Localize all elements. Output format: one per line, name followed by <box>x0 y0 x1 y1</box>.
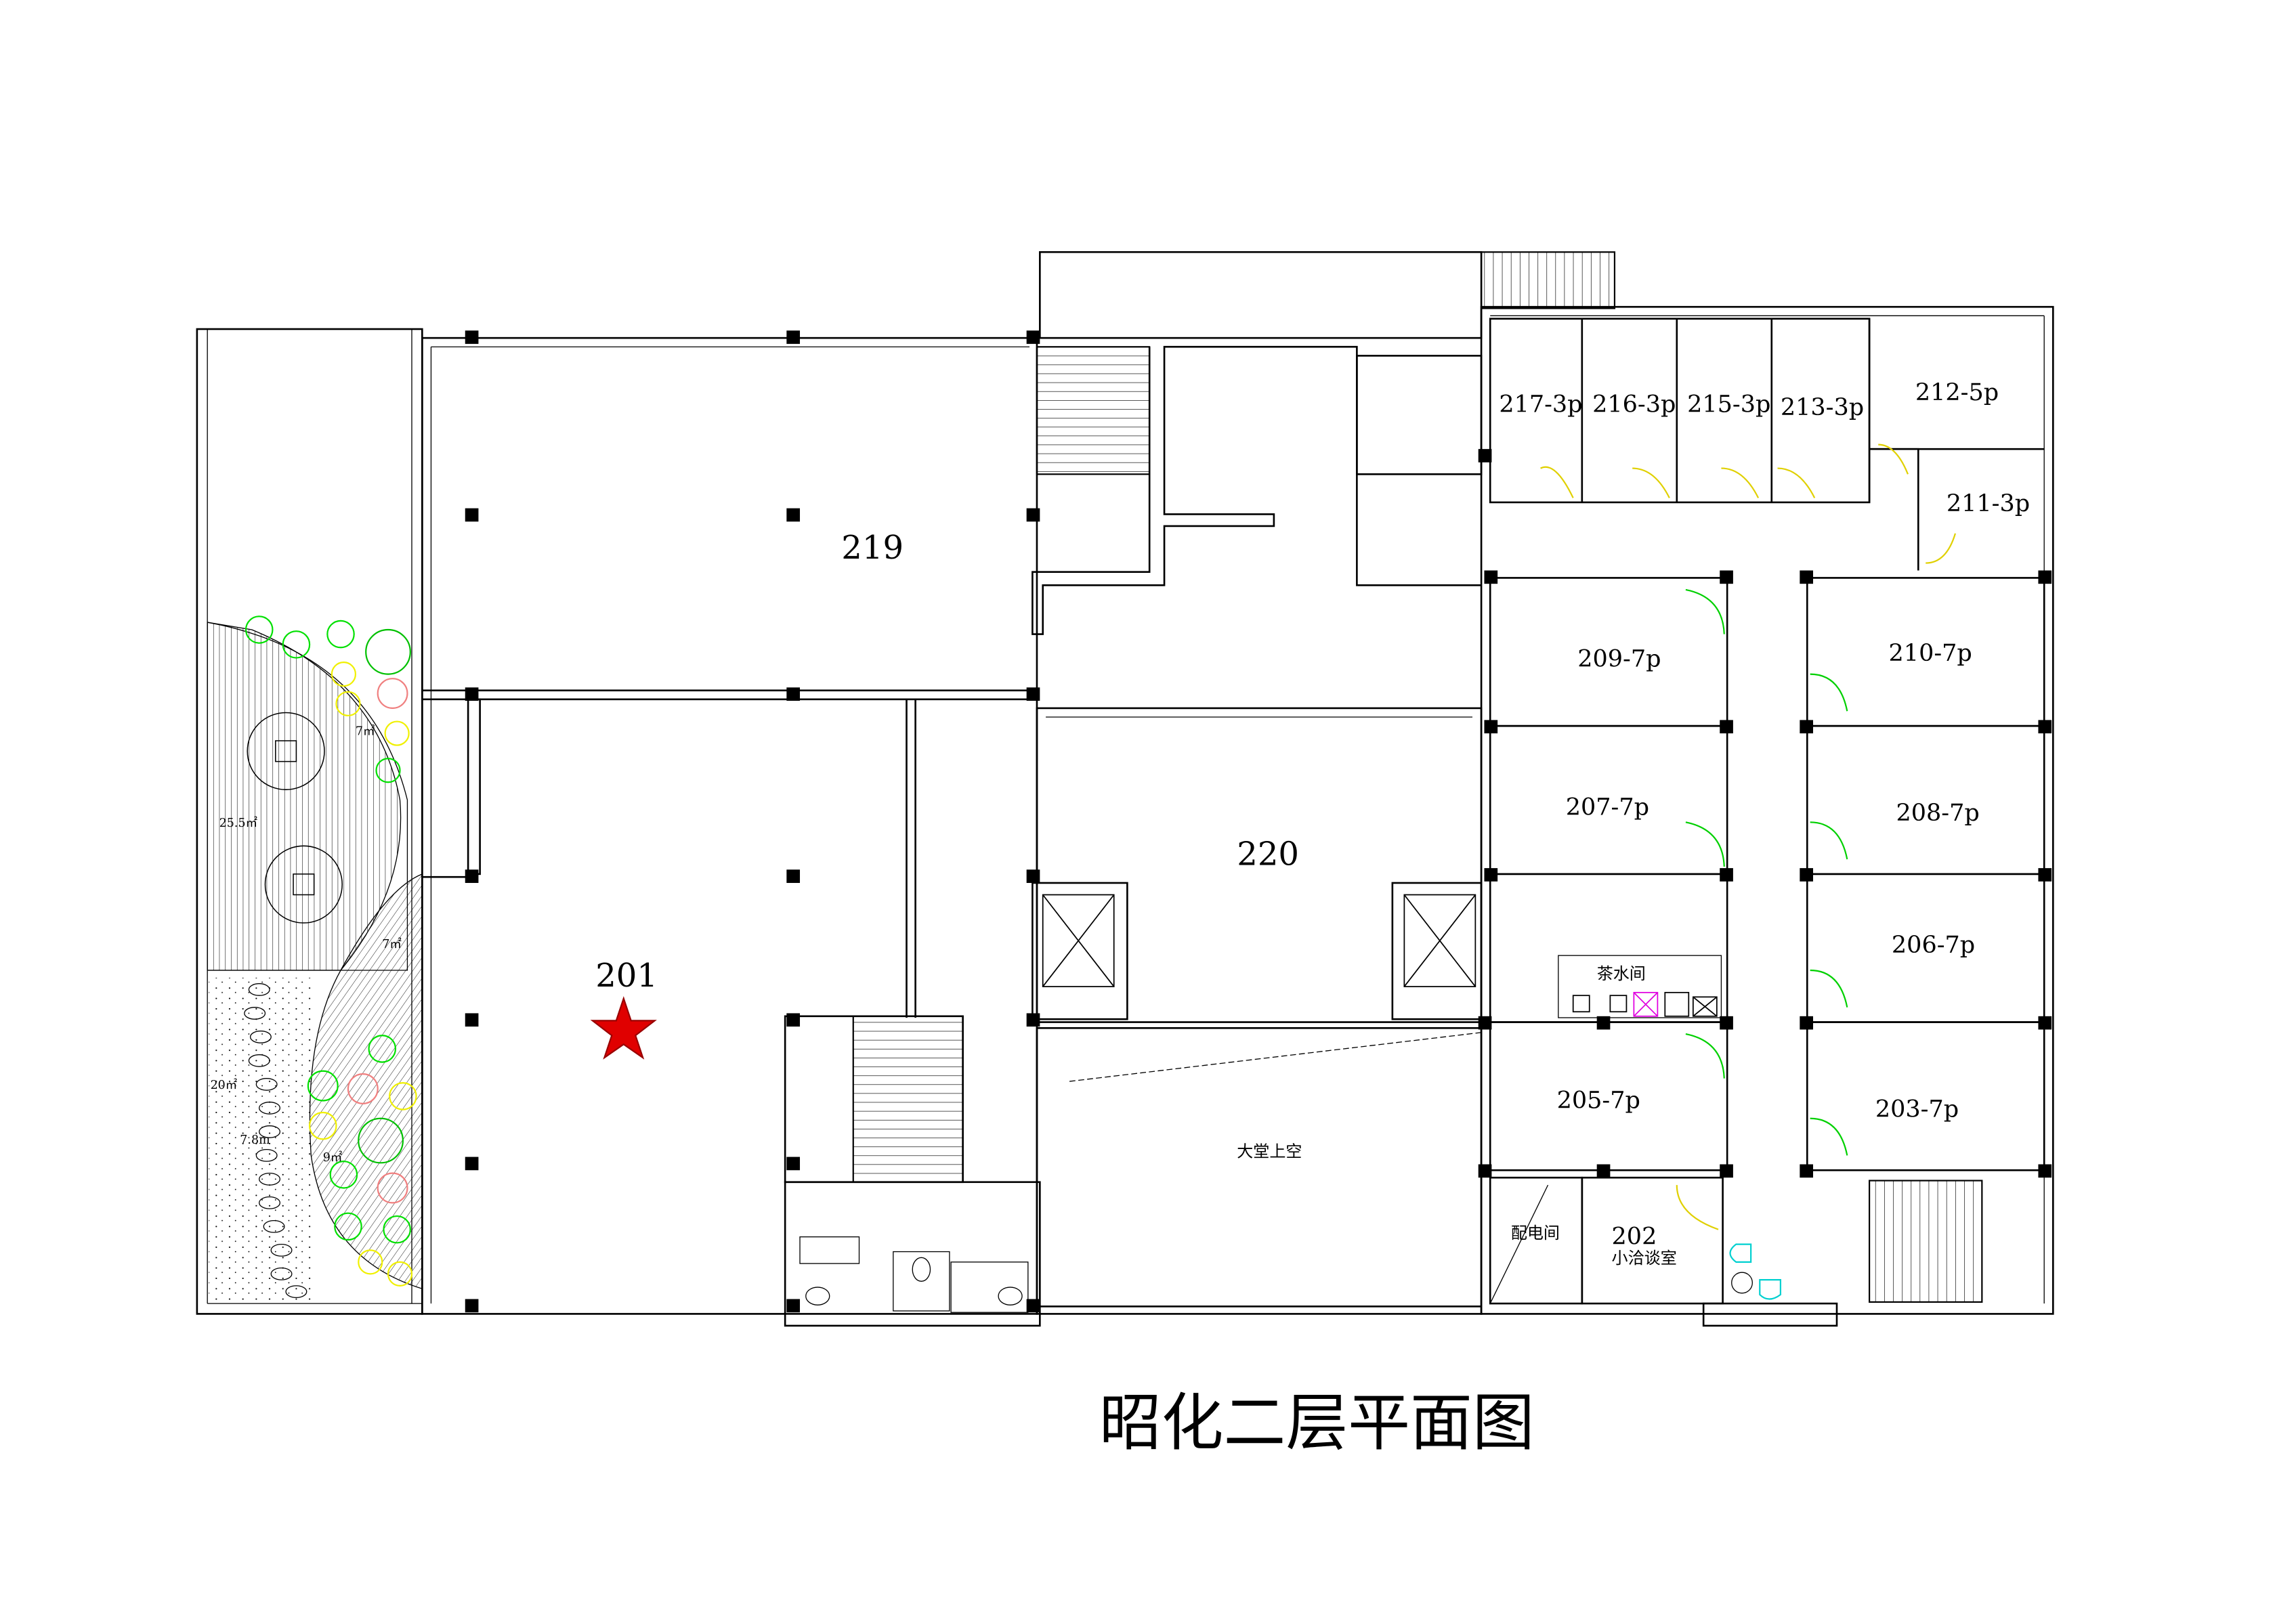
garden-area-label: 9㎡ <box>323 1151 343 1165</box>
room-203-label: 203-7p <box>1875 1096 1959 1123</box>
garden: 7㎡ 25.5㎡ 7㎡ 20㎡ 7.8m 9㎡ <box>196 328 423 1315</box>
location-star-icon <box>590 996 657 1060</box>
west-wing <box>421 337 1151 1327</box>
tea-room-label: 茶水间 <box>1597 964 1646 983</box>
room-219-label: 219 <box>841 529 903 567</box>
garden-area-label: 25.5㎡ <box>219 817 258 830</box>
room-206-label: 206-7p <box>1892 932 1975 959</box>
room-220-label: 220 <box>1237 836 1299 873</box>
center-core <box>1032 251 1616 1315</box>
room-208-label: 208-7p <box>1896 800 1979 827</box>
garden-area-label: 7.8m <box>240 1133 270 1147</box>
drawing-title: 昭化二层平面图 <box>1099 1387 1535 1459</box>
stepping-stones <box>244 983 307 1299</box>
room-202-label: 202 <box>1612 1224 1657 1251</box>
room-202-sublabel: 小洽谈室 <box>1612 1249 1677 1268</box>
room-207-label: 207-7p <box>1566 794 1649 821</box>
garden-area-label: 7㎡ <box>356 725 375 738</box>
tea-room-fixtures <box>1572 991 1718 1017</box>
doors <box>1540 444 1957 1230</box>
room-215-label: 215-3p <box>1687 391 1770 418</box>
plants-icon <box>245 615 417 1287</box>
table-set-icon <box>247 712 343 924</box>
elevator-icon <box>1042 894 1476 987</box>
power-room-label: 配电间 <box>1511 1224 1560 1242</box>
deck-hatch <box>207 622 423 1290</box>
room-217-label: 217-3p <box>1499 391 1582 418</box>
room-205-label: 205-7p <box>1557 1087 1640 1114</box>
room-209-label: 209-7p <box>1577 646 1661 673</box>
east-wing <box>1480 305 2054 1327</box>
lobby-void-label: 大堂上空 <box>1237 1142 1302 1161</box>
room-210-label: 210-7p <box>1889 640 1972 667</box>
room-201-label: 201 <box>595 957 658 995</box>
columns <box>465 330 2052 1313</box>
room-211-label: 211-3p <box>1947 490 2030 517</box>
chair-icon <box>1729 1243 1781 1300</box>
room-213-label: 213-3p <box>1781 394 1864 421</box>
gravel-area <box>209 977 313 1301</box>
room-216-label: 216-3p <box>1592 391 1676 418</box>
room-212-label: 212-5p <box>1915 379 1999 406</box>
garden-area-label: 20㎡ <box>211 1079 238 1092</box>
garden-area-label: 7㎡ <box>382 938 402 951</box>
